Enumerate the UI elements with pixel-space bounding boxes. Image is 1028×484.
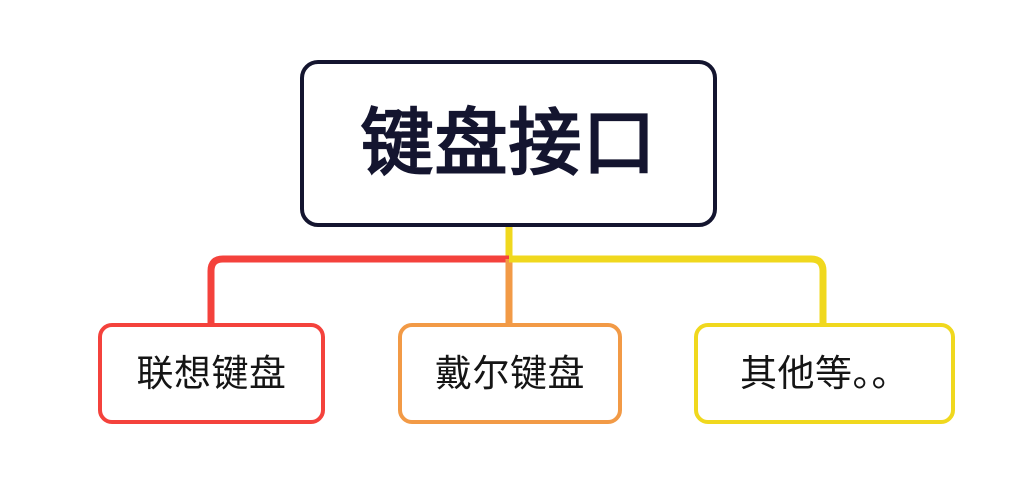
node-dell-keyboard[interactable]: 戴尔键盘 — [398, 323, 622, 424]
node-other-label: 其他等。。 — [740, 353, 909, 394]
connector-branch-lenovo — [207, 255, 509, 325]
node-root-label: 键盘接口 — [360, 103, 657, 184]
node-dell-label: 戴尔键盘 — [435, 353, 585, 394]
node-lenovo-label: 联想键盘 — [136, 353, 287, 394]
node-other-keyboards[interactable]: 其他等。。 — [694, 323, 955, 424]
node-lenovo-keyboard[interactable]: 联想键盘 — [98, 323, 325, 424]
connector-branch-other — [509, 255, 827, 325]
node-keyboard-interface[interactable]: 键盘接口 — [300, 60, 717, 227]
